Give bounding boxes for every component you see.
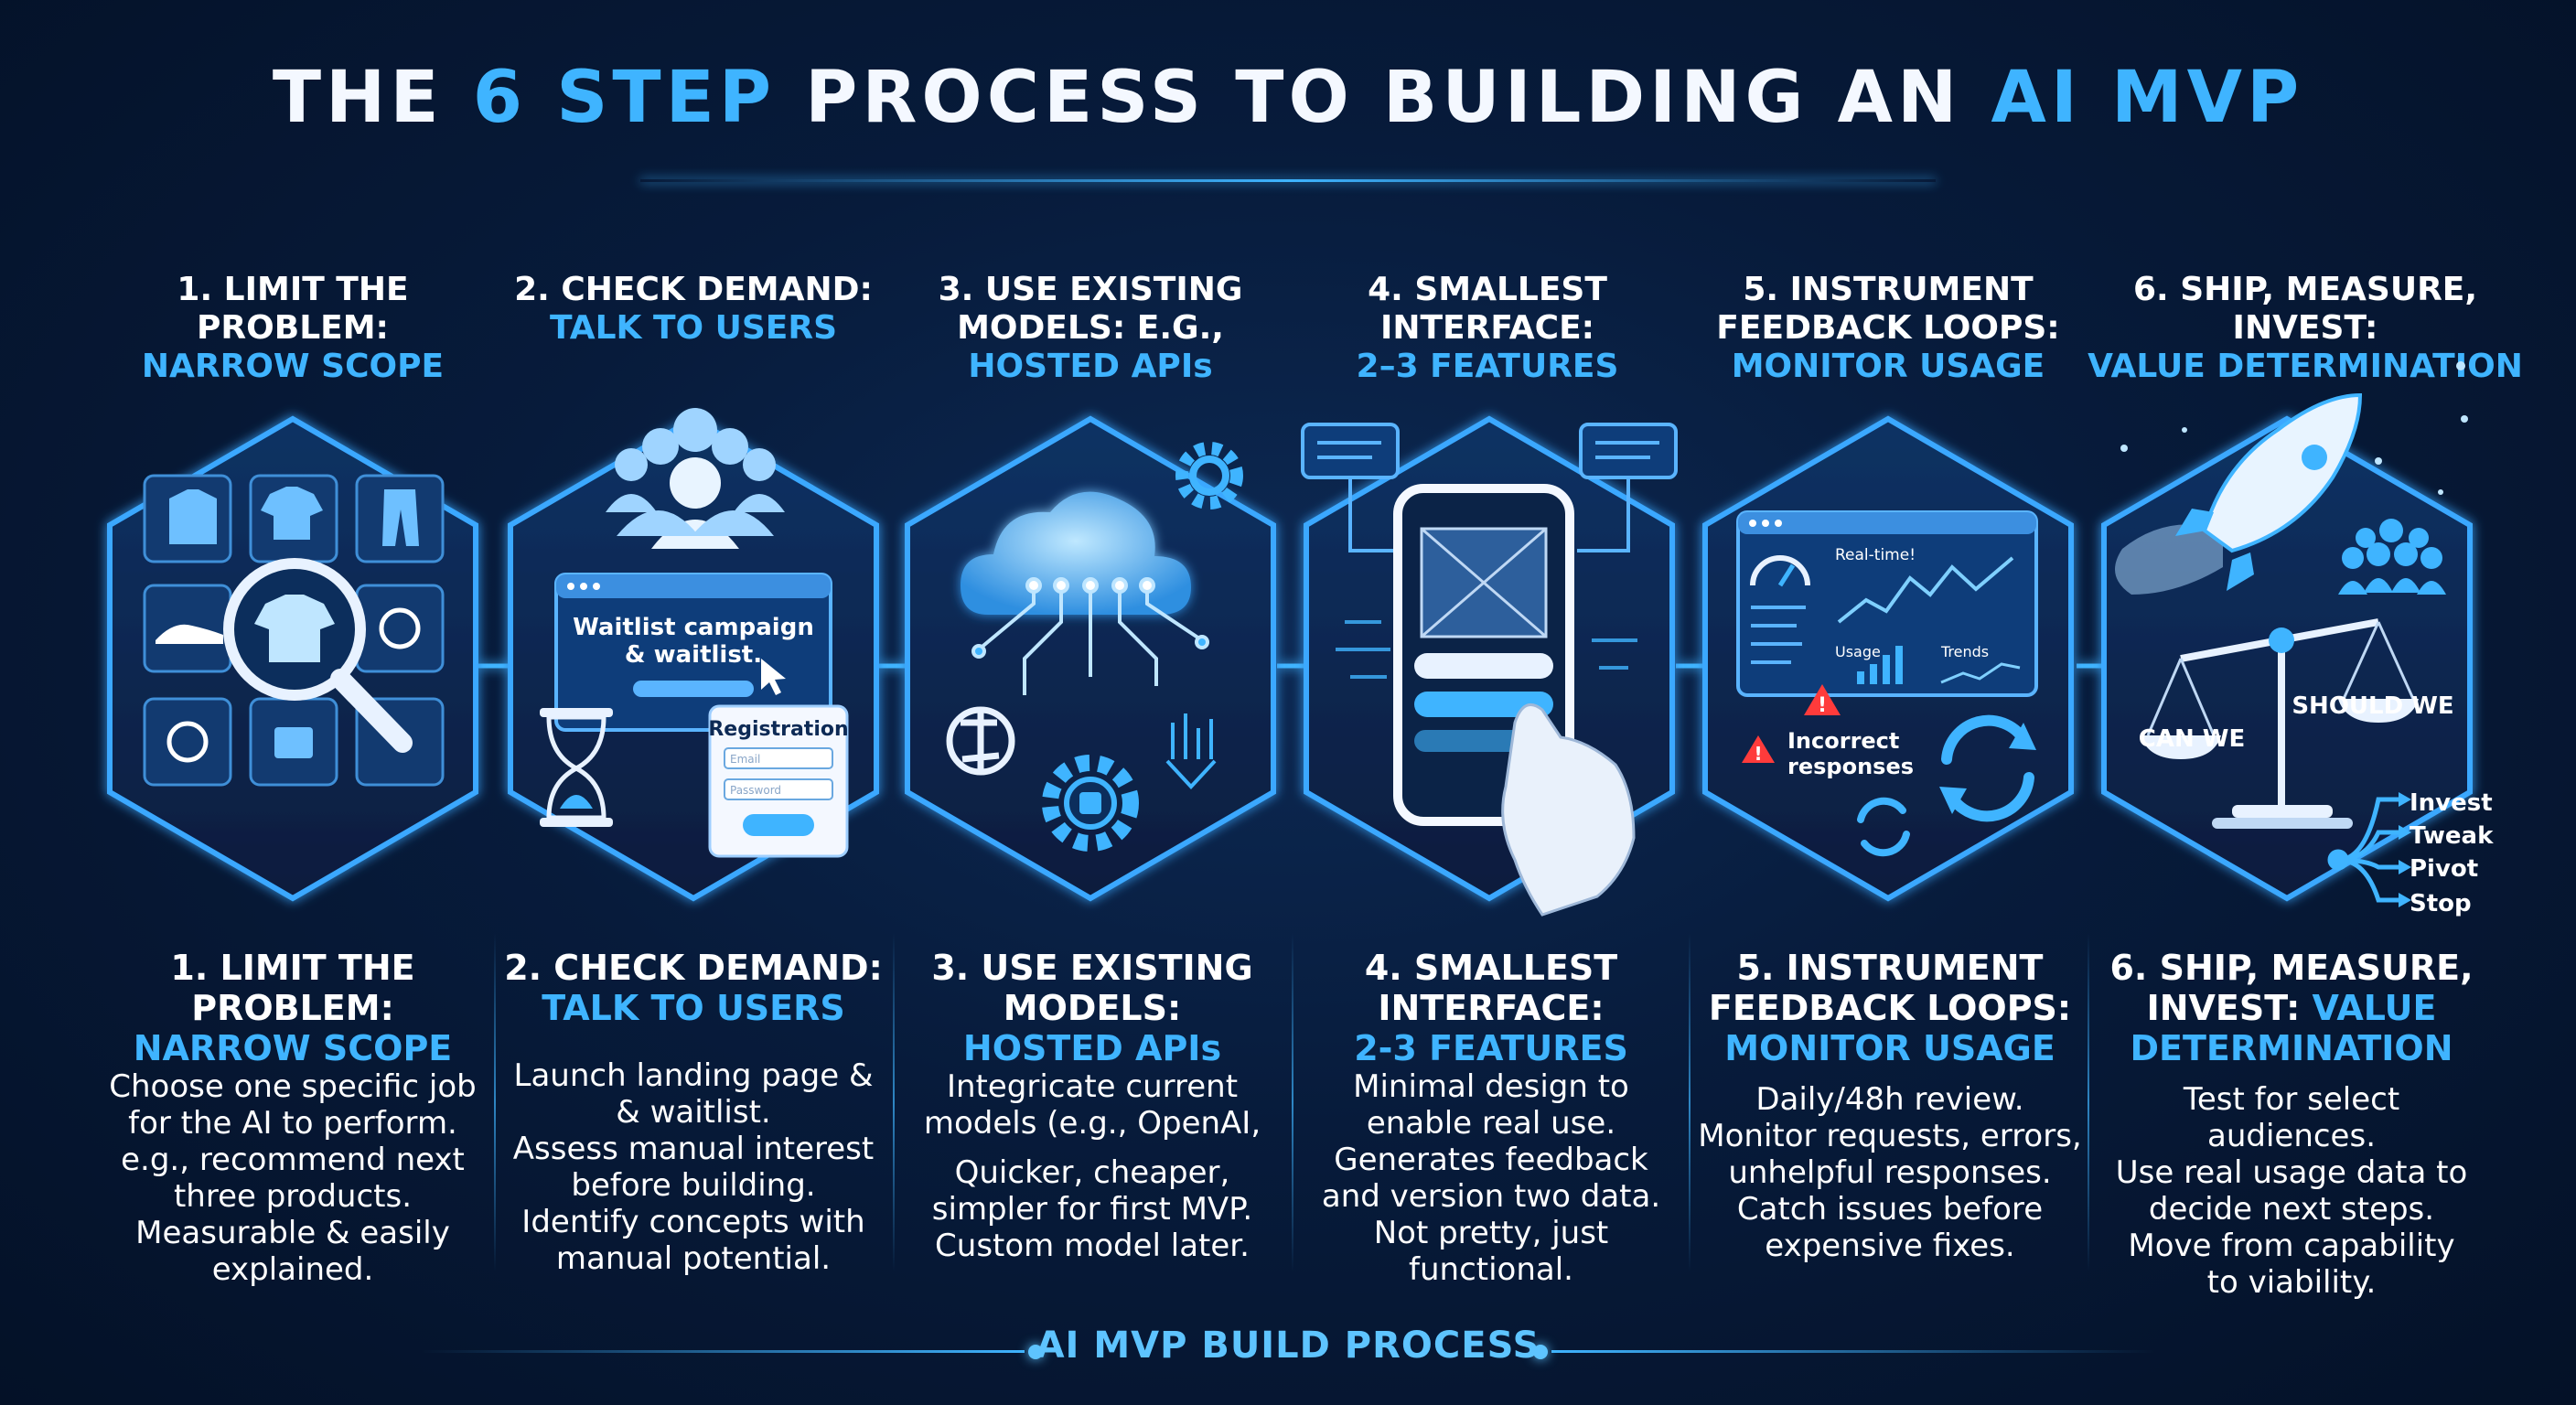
step-5-description: 5. INSTRUMENT FEEDBACK LOOPS: MONITOR US… [1698, 948, 2082, 1264]
sneaker-icon [156, 624, 223, 644]
cloud-icon [961, 491, 1191, 615]
footer-label: AI MVP BUILD PROCESS [1036, 1325, 1540, 1367]
page-title: THE 6 STEP PROCESS TO BUILDING AN AI MVP [0, 57, 2576, 139]
step-5-heading: 5. INSTRUMENT FEEDBACK LOOPS: MONITOR US… [1716, 271, 2060, 385]
decision-branches [2327, 797, 2399, 903]
step-1-heading: 1. LIMIT THE PROBLEM: NARROW SCOPE [141, 271, 445, 385]
column-divider [2088, 933, 2089, 1271]
stars-decoration [2120, 361, 2468, 495]
waitlist-text-1: Waitlist campaign [573, 614, 814, 641]
column-divider [1292, 933, 1293, 1271]
warning-text-2: responses [1787, 754, 1914, 779]
step-6-description: 6. SHIP, MEASURE, INVEST: VALUE DETERMIN… [2109, 948, 2474, 1301]
tshirt-icon [261, 487, 323, 540]
cursor-icon [761, 659, 786, 695]
option-invest: Invest [2410, 789, 2493, 817]
watch-icon [379, 607, 421, 649]
step-2-heading: 2. CHECK DEMAND: TALK TO USERS [514, 271, 873, 347]
jacket-icon [169, 489, 217, 544]
hand-icon [1501, 702, 1636, 917]
registration-field-1: Email [730, 753, 760, 766]
refresh-loop-icon [1939, 714, 2036, 822]
usage-label: Usage [1835, 643, 1881, 660]
step-1-description: 1. LIMIT THE PROBLEM: NARROW SCOPE Choos… [109, 948, 477, 1288]
footer-dot-left [1028, 1345, 1043, 1359]
rocket-icon [2115, 392, 2363, 595]
step-6-heading: 6. SHIP, MEASURE, INVEST: VALUE DETERMIN… [2088, 271, 2523, 385]
bag-icon [274, 727, 313, 758]
trends-label: Trends [1940, 643, 1989, 660]
openai-logo-icon [946, 706, 1015, 776]
footer-dot-right [1533, 1345, 1548, 1359]
step-3-description: 3. USE EXISTING MODELS: HOSTED APIs Inte… [923, 948, 1261, 1264]
option-tweak: Tweak [2410, 822, 2494, 850]
data-funnel-icon [1165, 713, 1217, 789]
hex-step-1 [107, 415, 478, 902]
hex-step-4 [1301, 415, 1678, 917]
svg-text:!: ! [1818, 694, 1827, 717]
registration-title: Registration [708, 718, 848, 741]
step-2-description: 2. CHECK DEMAND: TALK TO USERS Launch la… [504, 948, 883, 1277]
refresh-small-icon [1857, 797, 1910, 857]
title-highlight-ai-mvp: AI MVP [1991, 57, 2304, 139]
column-divider [494, 933, 496, 1271]
chip-gear-icon [1042, 755, 1139, 852]
hex-step-3 [905, 415, 1276, 902]
hex-step-6: CAN WE SHOULD WE Invest Tweak Pivot Stop [2101, 361, 2494, 917]
title-pre: THE [272, 57, 473, 139]
hourglass-icon [540, 708, 613, 827]
footer-line-left [421, 1350, 1025, 1353]
step-4-heading: 4. SMALLEST INTERFACE: 2–3 FEATURES [1356, 271, 1619, 385]
hex-step-5: Real-time! Usage Trends ! ! Incorrect re… [1702, 415, 2074, 902]
option-pivot: Pivot [2410, 855, 2478, 883]
users-crowd-icon [606, 408, 785, 549]
title-mid: PROCESS TO BUILDING AN [776, 57, 1991, 139]
registration-form: Registration Email Password [708, 704, 849, 858]
option-stop: Stop [2410, 890, 2472, 917]
column-divider [1689, 933, 1690, 1271]
waitlist-text-2: & waitlist. [625, 641, 762, 669]
should-we-label: SHOULD WE [2292, 692, 2453, 720]
speed-lines [1336, 620, 1637, 679]
audience-group-icon [2338, 519, 2446, 595]
watch-2-icon [166, 721, 209, 763]
step-4-description: 4. SMALLEST INTERFACE: 2-3 FEATURES Mini… [1321, 948, 1661, 1288]
magnifier-icon [223, 558, 413, 753]
landing-page-window: Waitlist campaign & waitlist. [554, 573, 832, 732]
floating-ui-cards [1301, 423, 1678, 552]
warning-text-1: Incorrect [1787, 728, 1899, 754]
warning-icon: ! ! [1742, 684, 1841, 765]
footer-line-right [1551, 1350, 2155, 1353]
step-3-heading: 3. USE EXISTING MODELS: E.G., HOSTED API… [938, 271, 1243, 385]
title-underline [640, 179, 1936, 182]
can-we-label: CAN WE [2139, 725, 2245, 753]
balance-scale-icon [2141, 618, 2419, 829]
column-divider [893, 933, 895, 1271]
gauge-icon [1750, 555, 1810, 586]
pants-icon [382, 489, 419, 546]
hex-step-2: Waitlist campaign & waitlist. Registrati… [508, 408, 879, 902]
svg-text:!: ! [1754, 743, 1762, 765]
registration-field-2: Password [730, 784, 781, 797]
analytics-dashboard: Real-time! Usage Trends [1736, 510, 2038, 697]
title-highlight-steps: 6 STEP [472, 57, 777, 139]
realtime-label: Real-time! [1835, 546, 1916, 564]
network-lines [971, 577, 1209, 695]
gear-icon [1175, 442, 1243, 509]
